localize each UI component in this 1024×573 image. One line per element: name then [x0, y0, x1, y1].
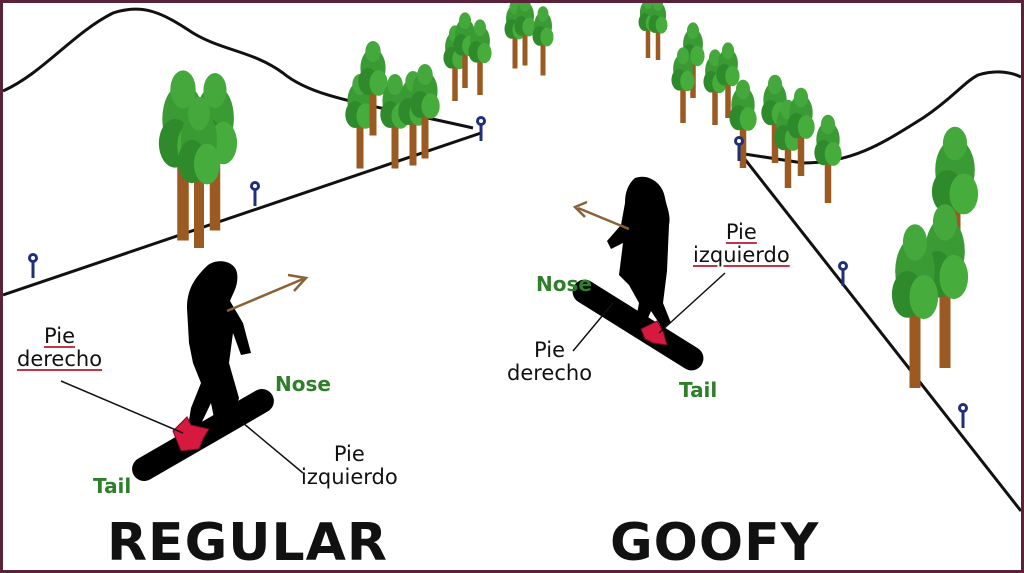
goofy-back-foot-leader	[572, 302, 614, 352]
goofy-tail-label: Tail	[679, 378, 718, 402]
right-slope-edge	[738, 152, 1021, 512]
slope-marker-icon	[838, 261, 848, 286]
left-mountain-ridge	[3, 7, 474, 130]
goofy-snowboarder	[572, 176, 726, 371]
tree	[532, 6, 554, 76]
regular-front-foot-label: Pie derecho	[17, 324, 103, 372]
regular-direction-arrow	[226, 277, 304, 313]
regular-direction-arrowhead	[287, 273, 309, 292]
goofy-title: GOOFY	[610, 513, 820, 573]
slope-marker-icon	[476, 116, 486, 141]
goofy-nose-label: Nose	[536, 272, 592, 296]
goofy-front-foot-arrow	[640, 320, 668, 346]
regular-rider-silhouette	[187, 261, 251, 433]
slope-marker-icon	[28, 253, 38, 278]
goofy-direction-arrow	[577, 206, 630, 231]
regular-tail-label: Tail	[93, 474, 132, 498]
slope-scene	[3, 3, 1021, 512]
regular-title: REGULAR	[107, 513, 388, 573]
goofy-direction-arrowhead	[572, 200, 588, 218]
goofy-rider-silhouette	[607, 176, 671, 329]
regular-snowboarder	[60, 261, 309, 481]
regular-front-foot-leader	[60, 380, 184, 434]
right-mountain-ridge	[737, 70, 1021, 165]
regular-back-foot-label: Pie izquierdo	[301, 442, 398, 490]
goofy-front-foot-label: Pie izquierdo	[693, 220, 790, 268]
goofy-back-foot-label: Pie derecho	[507, 338, 593, 386]
tree	[648, 3, 668, 60]
tree	[814, 114, 842, 203]
slope-marker-icon	[958, 403, 968, 428]
left-slope-edge	[3, 131, 482, 297]
regular-back-foot-leader	[242, 422, 304, 474]
regular-front-foot-arrow	[172, 416, 210, 452]
regular-nose-label: Nose	[275, 372, 331, 396]
goofy-front-foot-leader	[658, 272, 726, 334]
slope-marker-icon	[250, 181, 260, 206]
